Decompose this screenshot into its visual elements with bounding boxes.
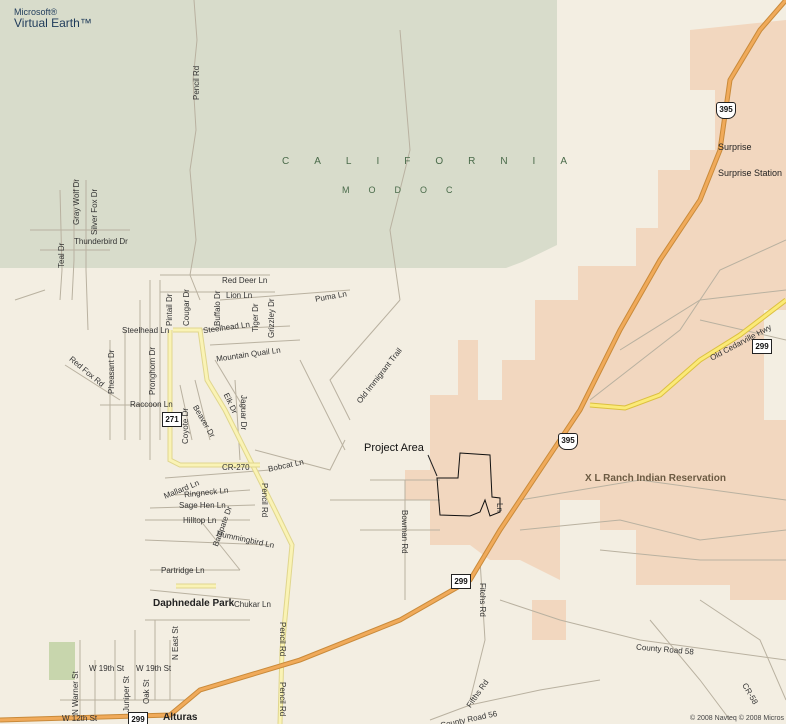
road-label-coyote: Coyote Dr	[181, 407, 190, 444]
ca-299-shield-bottom: 299	[128, 712, 148, 724]
road-label-hilltop: Hilltop Ln	[183, 516, 217, 525]
forest-area	[0, 0, 557, 268]
road-label-grizzley: Grizzley Dr	[267, 298, 276, 338]
us-395-shield-mid: 395	[558, 433, 578, 450]
virtual-earth-logo: Microsoft® Virtual Earth™	[14, 7, 92, 30]
road-label-juniper: Juniper St	[122, 675, 131, 712]
road-label-tiger: Tiger Dr	[251, 303, 260, 332]
project-area-boundary	[436, 452, 501, 517]
road-label-n-east: N East St	[171, 626, 180, 660]
road-label-silver-fox: Silver Fox Dr	[90, 188, 99, 235]
road-label-chukar: Chukar Ln	[234, 600, 271, 609]
road-label-pheasant: Pheasant Dr	[107, 349, 116, 394]
reservation-label: X L Ranch Indian Reservation	[585, 473, 726, 484]
road-label-cr270: CR-270	[222, 463, 250, 472]
reservation-area-south	[532, 600, 566, 640]
road-label-jaguar: Jaguar Dr	[239, 395, 248, 431]
road-label-thunderbird: Thunderbird Dr	[74, 237, 128, 246]
road-label-cougar: Cougar Dr	[182, 289, 191, 326]
road-label-pencil-bottom: Pencil Rd	[278, 682, 287, 717]
project-area-leader	[427, 454, 438, 477]
town-daphnedale-park: Daphnedale Park	[153, 598, 235, 609]
road-label-w19-a: W 19th St	[89, 664, 125, 673]
road-label-n-warner: N Warner St	[71, 671, 80, 715]
copyright-notice: © 2008 Navteq © 2008 Micros	[690, 715, 784, 722]
road-label-pencil-mid: Pencil Rd	[260, 483, 269, 518]
ca-271-shield: 271	[162, 412, 182, 427]
road-label-fitchs: Fitchs Rd	[478, 583, 487, 617]
road-label-oak: Oak St	[142, 679, 151, 704]
town-alturas: Alturas	[163, 712, 198, 723]
road-label-w19-b: W 19th St	[136, 664, 172, 673]
road-label-lion: Lion Ln	[226, 291, 253, 300]
ca-299-shield-east: 299	[752, 339, 772, 354]
microsoft-brand: Microsoft®	[14, 7, 58, 17]
road-label-pronghorn: Pronghorn Dr	[148, 346, 157, 395]
us-395-shield: 395	[716, 102, 736, 119]
road-label-teal: Teal Dr	[57, 242, 66, 268]
reservation-area	[405, 20, 786, 600]
town-surprise-station: Surprise Station	[718, 168, 783, 178]
town-surprise: Surprise	[718, 142, 752, 152]
park-area	[49, 642, 75, 680]
minor-roads	[14, 0, 786, 721]
road-label-pencil-low: Pencil Rd	[278, 622, 287, 657]
virtual-earth-brand: Virtual Earth™	[14, 16, 92, 30]
road-label-gray-wolf: Gray Wolf Dr	[72, 178, 81, 225]
road-label-sage-hen: Sage Hen Ln	[179, 501, 226, 510]
road-label-raccoon: Raccoon Ln	[130, 400, 173, 409]
county-label: MODOC	[342, 185, 472, 195]
project-area-label: Project Area	[364, 442, 424, 454]
road-label-buffalo: Buffalo Dr	[213, 290, 222, 326]
road-label-bowman: Bowman Rd	[400, 510, 409, 554]
road-label-red-deer: Red Deer Ln	[222, 276, 268, 285]
road-label-w12: W 12th St	[62, 714, 98, 723]
state-label: CALIFORNIA	[282, 156, 593, 167]
ca-299-shield-center: 299	[451, 574, 471, 589]
road-label-steelhead-w: Steelhead Ln	[122, 326, 170, 335]
road-label-lane-short: Ln	[495, 503, 504, 512]
road-label-pencil-top: Pencil Rd	[192, 65, 201, 100]
road-label-pintail: Pintail Dr	[165, 293, 174, 326]
road-label-partridge: Partridge Ln	[161, 566, 205, 575]
